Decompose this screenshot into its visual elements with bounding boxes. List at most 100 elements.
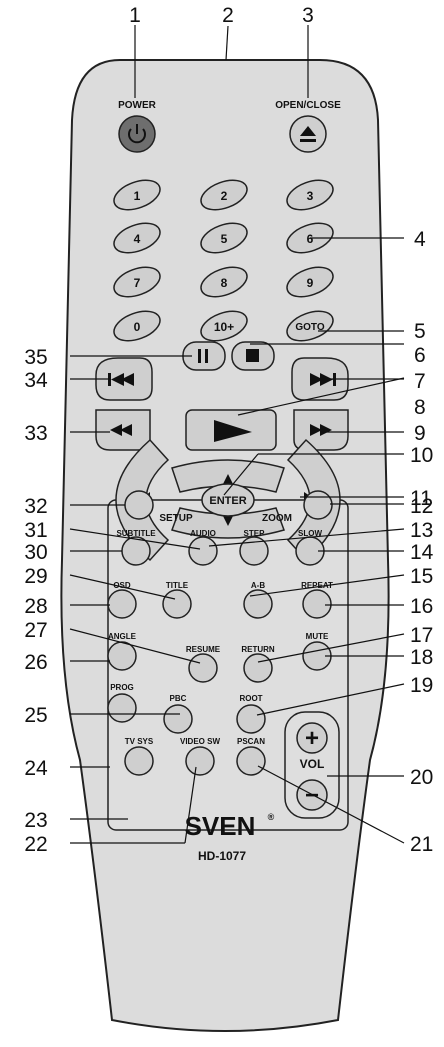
root-button[interactable] — [236, 704, 266, 734]
digit-button-0[interactable]: 0 — [110, 306, 164, 347]
svg-text:9: 9 — [307, 276, 314, 290]
nav-up-button[interactable] — [171, 459, 285, 493]
volume-label: VOL — [300, 757, 325, 771]
video-sw-button[interactable] — [185, 746, 215, 776]
callout-24: 24 — [24, 757, 48, 780]
power-icon — [128, 124, 146, 144]
callout-20: 20 — [410, 766, 433, 789]
power-button[interactable] — [118, 115, 156, 153]
svg-text:1: 1 — [134, 189, 141, 203]
arrow-up-icon — [222, 474, 234, 486]
callout-6: 6 — [414, 344, 426, 367]
callout-18: 18 — [410, 646, 433, 669]
digit-button-3[interactable]: 3 — [283, 175, 337, 216]
title-button[interactable] — [162, 589, 192, 619]
callout-31: 31 — [24, 519, 47, 542]
digit-button-1[interactable]: 1 — [110, 175, 164, 216]
svg-text:3: 3 — [307, 189, 314, 203]
subtitle-label: SUBTITLE — [116, 529, 156, 538]
step-label: STEP — [244, 529, 266, 538]
osd-button[interactable] — [107, 589, 137, 619]
svg-text:4: 4 — [134, 232, 141, 246]
root-label: ROOT — [239, 694, 262, 703]
callout-2: 2 — [222, 4, 234, 27]
angle-label: ANGLE — [108, 632, 137, 641]
model-label: HD-1077 — [198, 849, 246, 863]
callout-10: 10 — [410, 444, 433, 467]
callout-8: 8 — [414, 396, 426, 419]
digit-button-5[interactable]: 5 — [197, 218, 251, 259]
eject-icon — [300, 126, 316, 142]
play-icon — [214, 420, 252, 442]
svg-text:2: 2 — [221, 189, 228, 203]
callout-9: 9 — [414, 422, 426, 445]
callout-12: 12 — [410, 495, 433, 518]
svg-text:ENTER: ENTER — [209, 495, 246, 507]
arrow-down-icon — [222, 514, 234, 526]
callout-16: 16 — [410, 595, 433, 618]
callout-30: 30 — [24, 541, 47, 564]
volume-up-button[interactable]: + — [296, 722, 328, 754]
fast-forward-icon — [310, 424, 332, 436]
registered-mark: ® — [268, 812, 275, 822]
callout-14: 14 — [410, 541, 434, 564]
callout-15: 15 — [410, 565, 433, 588]
osd-label: OSD — [113, 581, 131, 590]
previous-button[interactable] — [95, 357, 153, 401]
setup-button[interactable] — [124, 490, 154, 520]
audio-button[interactable] — [188, 536, 218, 566]
zoom-button[interactable] — [303, 490, 333, 520]
digit-button-2[interactable]: 2 — [197, 175, 251, 216]
callout-33: 33 — [24, 422, 47, 445]
callout-3: 3 — [302, 4, 314, 27]
a-b-button[interactable] — [243, 589, 273, 619]
digit-button-10-plus[interactable]: 10+ — [197, 306, 251, 347]
svg-text:8: 8 — [221, 276, 228, 290]
callout-21: 21 — [410, 833, 433, 856]
stop-icon — [246, 349, 259, 362]
goto-button[interactable]: GOTO — [283, 306, 337, 347]
enter-button[interactable]: ENTER — [201, 483, 255, 517]
callout-34: 34 — [24, 369, 48, 392]
video-sw-label: VIDEO SW — [180, 737, 220, 746]
callout-27: 27 — [24, 619, 47, 642]
svg-text:10+: 10+ — [214, 320, 234, 334]
step-button[interactable] — [239, 536, 269, 566]
pbc-button[interactable] — [163, 704, 193, 734]
open-close-button[interactable] — [289, 115, 327, 153]
digit-button-9[interactable]: 9 — [283, 262, 337, 303]
callout-17: 17 — [410, 624, 433, 647]
svg-text:5: 5 — [221, 232, 228, 246]
next-button[interactable] — [291, 357, 349, 401]
callout-13: 13 — [410, 519, 433, 542]
title-label: TITLE — [166, 581, 189, 590]
play-button[interactable] — [185, 409, 277, 451]
repeat-button[interactable] — [302, 589, 332, 619]
angle-button[interactable] — [107, 641, 137, 671]
callout-29: 29 — [24, 565, 47, 588]
pscan-button[interactable] — [236, 746, 266, 776]
callout-25: 25 — [24, 704, 47, 727]
tv-sys-label: TV SYS — [125, 737, 154, 746]
rewind-button[interactable] — [95, 409, 151, 451]
prog-button[interactable] — [107, 693, 137, 723]
tv-sys-button[interactable] — [124, 746, 154, 776]
rewind-icon — [110, 424, 132, 436]
stop-button[interactable] — [231, 341, 275, 371]
nav-down-button[interactable] — [171, 507, 285, 539]
digit-button-4[interactable]: 4 — [110, 218, 164, 259]
return-button[interactable] — [243, 653, 273, 683]
svg-text:6: 6 — [307, 232, 314, 246]
leader-lines — [69, 25, 405, 844]
pbc-label: PBC — [170, 694, 187, 703]
callout-35: 35 — [24, 346, 47, 369]
callout-28: 28 — [24, 595, 47, 618]
resume-button[interactable] — [188, 653, 218, 683]
pause-icon — [198, 349, 208, 363]
callout-1: 1 — [129, 4, 141, 27]
zoom-label: ZOOM — [262, 513, 292, 524]
digit-button-7[interactable]: 7 — [110, 262, 164, 303]
minus-icon: − — [305, 782, 319, 809]
digit-button-8[interactable]: 8 — [197, 262, 251, 303]
callout-22: 22 — [24, 833, 47, 856]
